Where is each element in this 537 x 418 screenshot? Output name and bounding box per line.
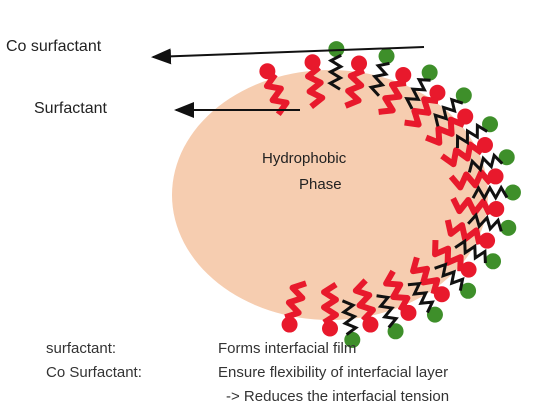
legend-term-surfactant: surfactant: — [46, 340, 116, 357]
cosurfactant-label: Co surfactant — [6, 38, 101, 56]
surfactant-label: Surfactant — [34, 100, 107, 118]
cosurfactant-head — [505, 184, 521, 200]
surfactant-head — [351, 56, 367, 72]
phase-label-line1: Hydrophobic — [262, 150, 346, 167]
hydrophobic-phase — [172, 70, 488, 320]
surfactant-head — [488, 201, 504, 217]
legend-term-cosurfactant: Co Surfactant: — [46, 364, 142, 381]
cosurfactant-head — [379, 48, 395, 64]
legend-note: -> Reduces the interfacial tension — [226, 388, 449, 405]
legend-desc-surfactant: Forms interfacial film — [218, 340, 356, 357]
cosurfactant-head — [485, 253, 501, 269]
cosurfactant-head — [500, 220, 516, 236]
phase-label-line2: Phase — [299, 176, 342, 193]
cosurfactant-head — [422, 65, 438, 81]
legend-desc-cosurfactant: Ensure flexibility of interfacial layer — [218, 364, 448, 381]
